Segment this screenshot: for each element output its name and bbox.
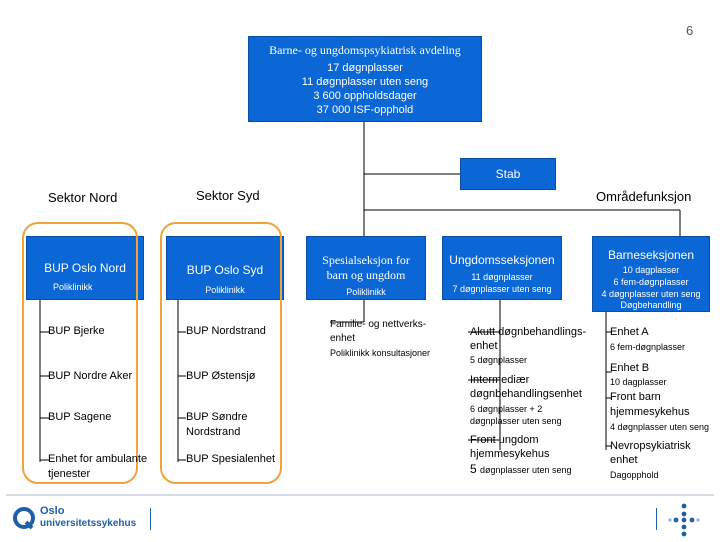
ungdomsseksjonen-sub-2: 7 døgnplasser uten seng <box>452 284 552 294</box>
hospital-logo-icon <box>13 507 35 530</box>
ungdom-item-intermediaer-1: Intermediær <box>470 374 530 386</box>
barneseksjonen-sub-3: 4 døgnplasser uten seng <box>601 289 701 299</box>
syd-item-sondre-1: BUP Søndre <box>186 411 248 423</box>
ungdom-item-intermediaer-2: døgnbehandlingsenhet <box>470 388 582 400</box>
syd-item-ostensjo: BUP Østensjø <box>186 370 256 382</box>
stab-box: Stab <box>460 158 556 190</box>
sector-nord-highlight <box>22 222 138 484</box>
nord-item-nordre-aker: BUP Nordre Aker <box>48 370 133 382</box>
page-number: 6 <box>686 23 694 38</box>
barne-item-front-1: Front barn <box>610 391 661 403</box>
barneseksjonen-box: Barneseksjonen 10 dagplasser 6 fem-døgnp… <box>592 236 710 312</box>
bup-oslo-nord-sub: Poliklinikk <box>53 282 93 292</box>
barne-item-nevro-2: enhet <box>610 454 638 466</box>
bup-oslo-nord-box: BUP Oslo Nord Poliklinikk <box>26 236 144 300</box>
barne-item-front-2: hjemmesykehus <box>610 406 690 418</box>
bup-oslo-syd-sub: Poliklinikk <box>205 285 245 295</box>
nord-item-bjerke: BUP Bjerke <box>48 325 105 337</box>
ungdom-item-front-sub: døgnplasser uten seng <box>480 465 572 475</box>
ungdom-item-akutt-2: enhet <box>470 340 498 352</box>
logo-line-1: Oslo <box>40 505 65 517</box>
bup-oslo-syd-box: BUP Oslo Syd Poliklinikk <box>166 236 284 300</box>
ungdom-item-front-1: Front ungdom <box>470 434 539 446</box>
ungdom-item-front-count: 5 <box>470 462 477 476</box>
barneseksjonen-sub-4: Døgbehandling <box>620 300 682 310</box>
top-department-box: Barne- og ungdomspsykiatrisk avdeling 17… <box>248 36 482 122</box>
syd-item-sondre-2: Nordstrand <box>186 426 241 438</box>
omradefunksjon-label: Områdefunksjon <box>596 189 692 204</box>
barne-item-front-sub: 4 døgnplasser uten seng <box>610 422 710 432</box>
syd-item-spesialenhet: BUP Spesialenhet <box>186 453 276 465</box>
ungdomsseksjonen-sub-1: 11 døgnplasser <box>471 272 533 282</box>
ungdom-item-akutt-sub: 5 døgnplasser <box>470 355 528 365</box>
nord-item-ambulante-1: Enhet for ambulante <box>48 453 148 465</box>
sector-nord-label: Sektor Nord <box>48 190 118 205</box>
spesialseksjon-title-1: Spesialseksjon for <box>322 253 410 267</box>
nord-item-sagene: BUP Sagene <box>48 411 112 423</box>
nord-item-ambulante-2: tjenester <box>48 468 91 480</box>
barneseksjonen-sub-1: 10 dagplasser <box>622 265 680 275</box>
barne-item-enhet-b: Enhet B <box>610 362 650 374</box>
spesialseksjon-sub: Poliklinikk <box>346 287 386 297</box>
ungdomsseksjonen-title: Ungdomsseksjonen <box>449 253 555 267</box>
footer-divider-left <box>150 508 151 530</box>
barne-item-enhet-a: Enhet A <box>610 326 649 338</box>
footer: Oslo universitetssykehus <box>6 494 714 542</box>
sector-syd-highlight <box>160 222 282 484</box>
ungdom-item-front-2: hjemmesykehus <box>470 448 550 460</box>
spesialseksjon-title-2: barn og ungdom <box>326 268 406 282</box>
department-line-1: 17 døgnplasser <box>327 62 403 74</box>
department-line-2: 11 døgnplasser uten seng <box>301 76 429 88</box>
department-title: Barne- og ungdomspsykiatrisk avdeling <box>269 43 461 57</box>
bup-oslo-nord-title: BUP Oslo Nord <box>44 261 126 275</box>
spes-item-familie-1: Familie- og nettverks- <box>330 319 427 330</box>
bup-oslo-syd-title: BUP Oslo Syd <box>186 263 264 277</box>
ungdom-item-intermediaer-sub-2: døgnplasser uten seng <box>470 416 562 426</box>
syd-item-nordstrand: BUP Nordstrand <box>186 325 266 337</box>
department-line-4: 37 000 ISF-opphold <box>316 104 414 116</box>
spesialseksjon-box: Spesialseksjon for barn og ungdom Polikl… <box>306 236 426 300</box>
dots-logo-icon <box>668 503 700 537</box>
spes-item-familie-2: enhet <box>330 333 356 344</box>
ungdomsseksjonen-box: Ungdomsseksjonen 11 døgnplasser 7 døgnpl… <box>442 236 562 300</box>
spes-item-konsultasjoner: Poliklinikk konsultasjoner <box>330 348 431 358</box>
ungdom-item-intermediaer-sub-1: 6 døgnplasser + 2 <box>470 404 543 414</box>
logo-line-2: universitetssykehus <box>40 518 137 529</box>
barne-item-enhet-b-sub: 10 dagplasser <box>610 377 667 387</box>
sector-syd-label: Sektor Syd <box>196 188 260 203</box>
barne-item-dagopphold: Dagopphold <box>610 470 659 480</box>
footer-divider-right <box>656 508 657 530</box>
stab-label: Stab <box>495 167 521 181</box>
ungdom-item-akutt-1: Akutt døgnbehandlings- <box>470 326 587 338</box>
barneseksjonen-sub-2: 6 fem-døgnplasser <box>613 277 689 287</box>
barne-item-enhet-a-sub: 6 fem-døgnplasser <box>610 342 686 352</box>
barneseksjonen-title: Barneseksjonen <box>607 248 695 262</box>
department-line-3: 3 600 oppholdsdager <box>313 90 417 102</box>
barne-item-nevro-1: Nevropsykiatrisk <box>610 440 691 452</box>
